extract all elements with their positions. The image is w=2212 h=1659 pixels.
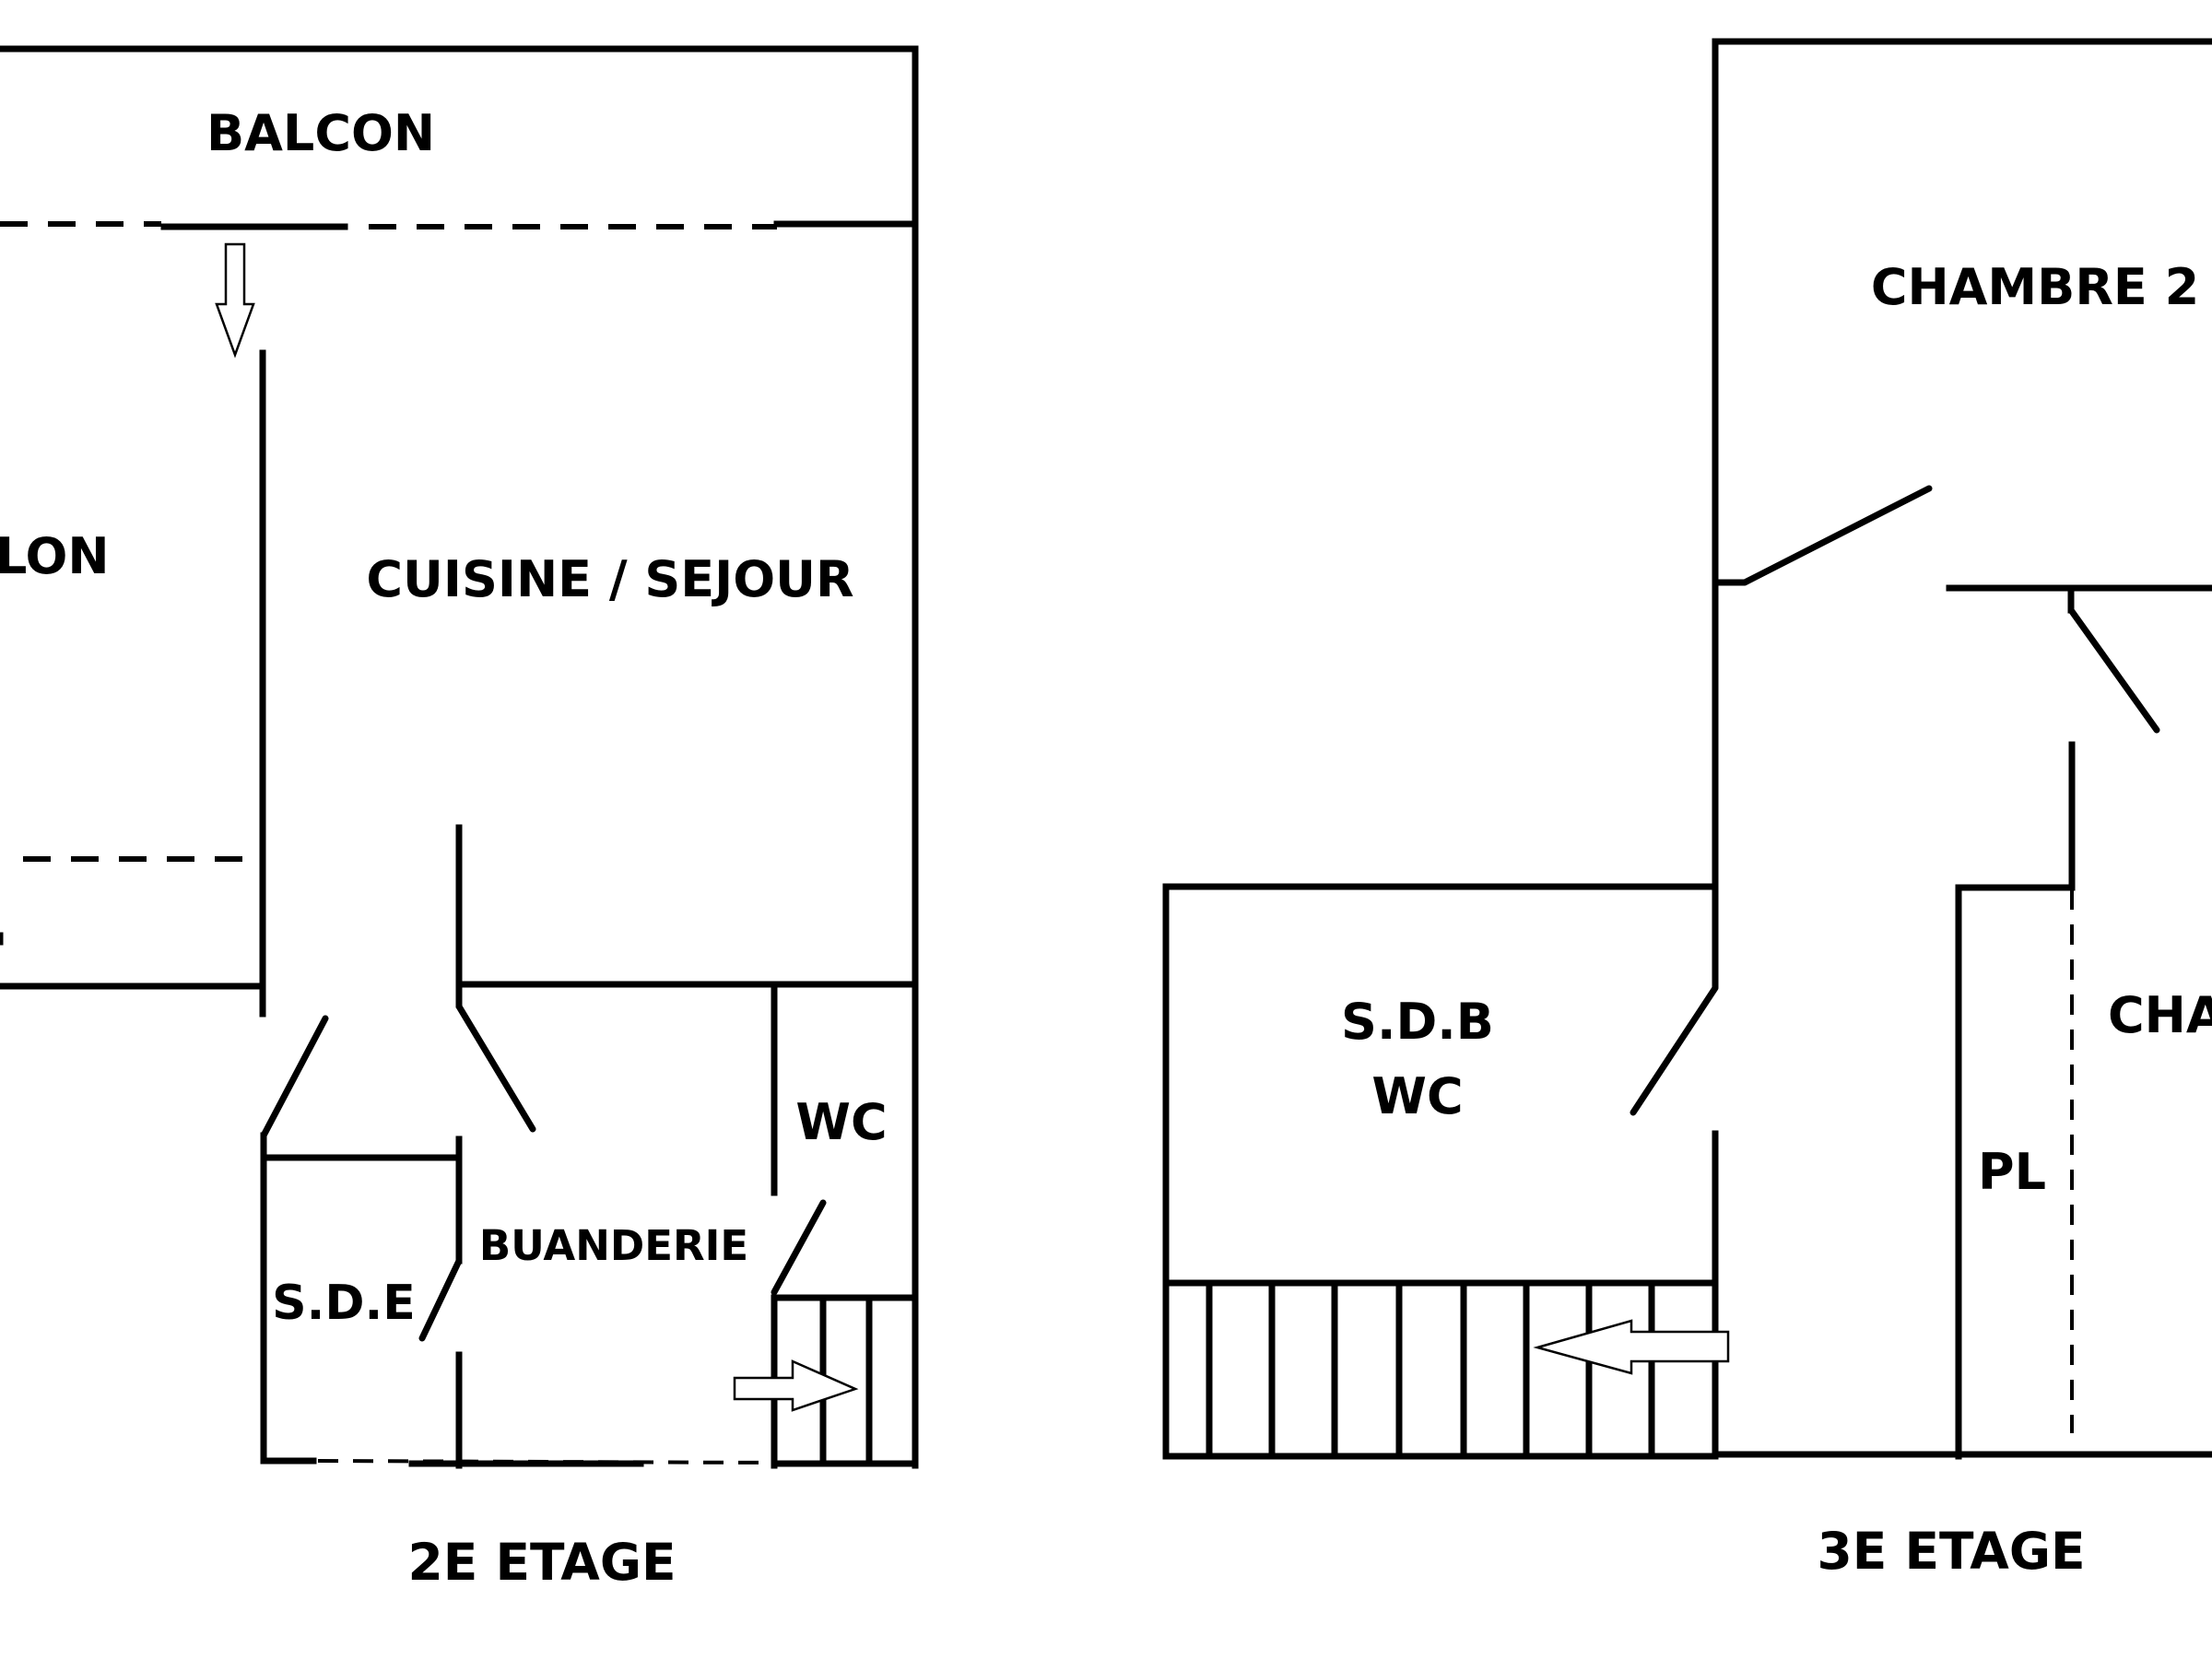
stairs-arrow-icon xyxy=(733,1359,859,1412)
room-label-buanderie: BUANDERIE xyxy=(479,1221,748,1270)
door-sdb xyxy=(1630,984,1719,1116)
room-label-chambre-2: CHAMBRE 2 xyxy=(1871,258,2199,316)
floor-2-plan: BALCON LON CUISINE / SEJOUR WC BUANDERIE… xyxy=(0,45,919,1592)
room-label-sdb-wc: WC xyxy=(1371,1067,1463,1125)
door-chambre xyxy=(2067,606,2160,734)
door-corridor-left xyxy=(260,1015,329,1139)
floor-3-plan: CHAMBRE 2 S.D.B WC PL CHA 3E ETAGE xyxy=(1162,38,2212,1581)
door-corridor-right xyxy=(455,1003,536,1133)
floor-title-3: 3E ETAGE xyxy=(1817,1522,2085,1581)
room-label-salon: LON xyxy=(0,527,110,585)
door-wc xyxy=(771,1199,827,1296)
room-label-pl: PL xyxy=(1978,1143,2046,1201)
floor-title-2: 2E ETAGE xyxy=(407,1533,676,1592)
entry-arrow-icon xyxy=(215,242,255,359)
room-label-balcon: BALCON xyxy=(206,104,435,162)
room-label-sdb: S.D.B xyxy=(1341,993,1494,1051)
room-label-wc: WC xyxy=(795,1093,887,1151)
door-sde xyxy=(418,1257,463,1342)
room-label-chambre: CHA xyxy=(2108,986,2212,1044)
door-chambre2 xyxy=(1741,485,1933,586)
room-label-sde: S.D.E xyxy=(272,1276,416,1331)
room-label-cuisine-sejour: CUISINE / SEJOUR xyxy=(366,550,853,608)
stairs-arrow-3-icon xyxy=(1533,1319,1730,1375)
